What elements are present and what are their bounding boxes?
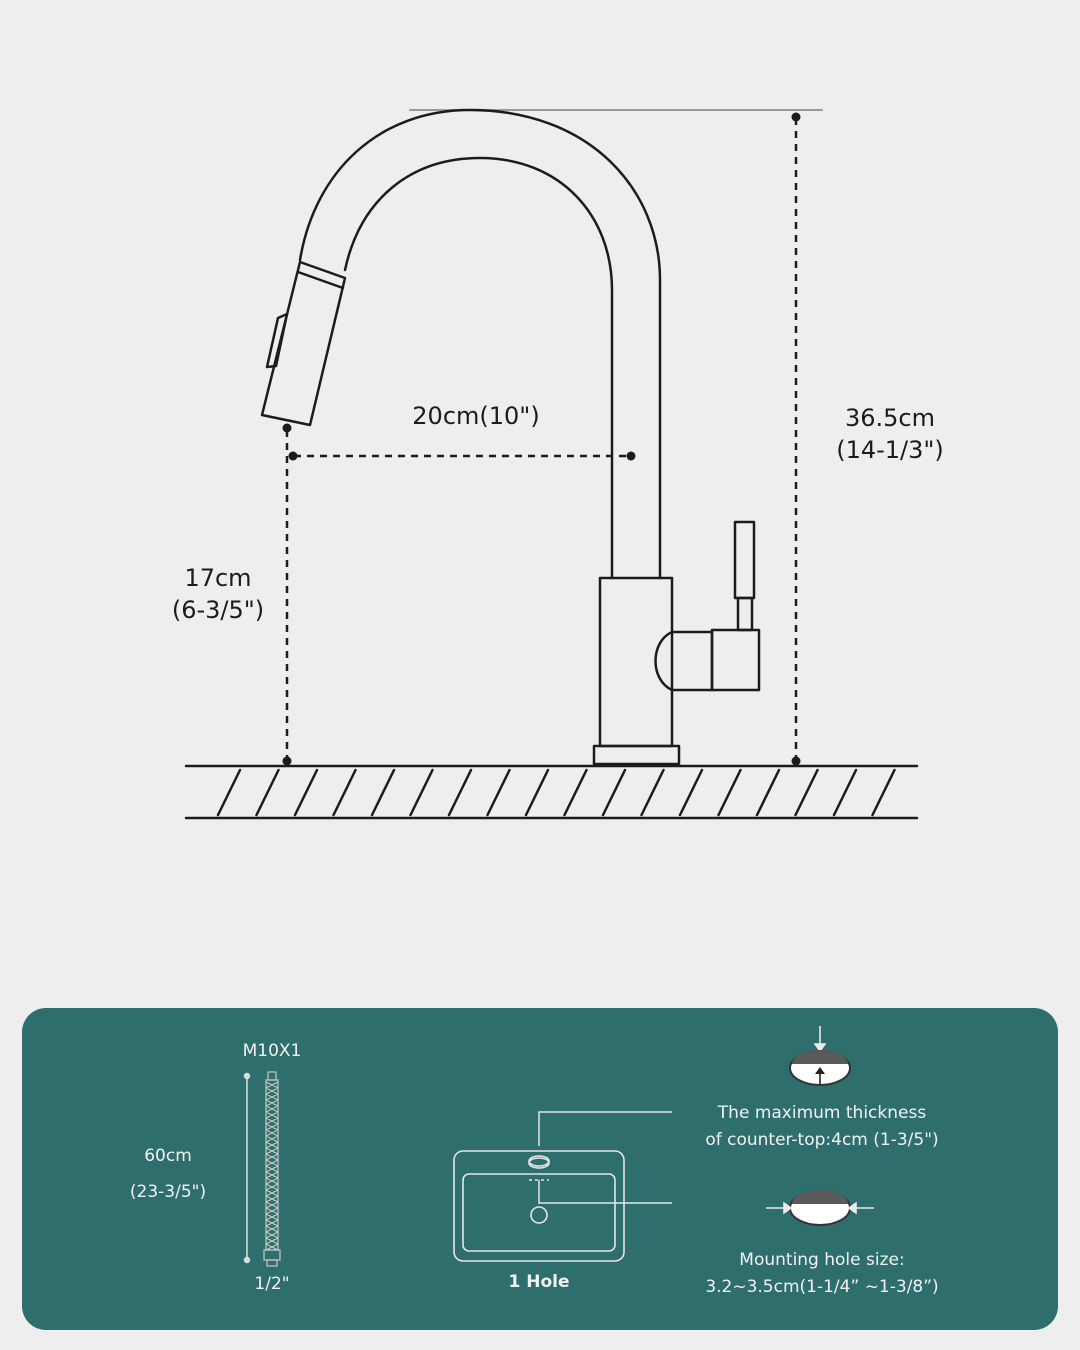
faucet-dimension-diagram [184, 108, 919, 820]
total-height-label: 36.5cm (14-1/3") [810, 402, 970, 466]
spray-head [260, 260, 347, 427]
handle-lever [733, 520, 756, 600]
handle-block [710, 628, 761, 692]
panel-graphics [243, 1026, 874, 1267]
sink-hole-count: 1 Hole [508, 1272, 570, 1292]
hatch-line [332, 768, 357, 817]
sink-icon [453, 1111, 672, 1262]
hatch-line [871, 768, 896, 817]
reach-label: 20cm(10") [412, 402, 540, 430]
dim-dot [288, 451, 298, 461]
dim-dot [282, 423, 292, 433]
spout-height-label: 17cm (6-3/5") [138, 562, 298, 626]
hatch-line [447, 768, 473, 817]
thickness-line2: of counter-top:4cm (1-3/5") [705, 1130, 939, 1150]
handle-stem [736, 596, 754, 632]
hose-length-cm: 60cm [144, 1146, 192, 1166]
hatch-line [524, 768, 550, 817]
hatch-line [486, 768, 511, 817]
spout-height-cm: 17cm [184, 564, 252, 592]
spout-outer [298, 108, 662, 580]
faucet-body [598, 576, 674, 748]
hatch-line [601, 768, 627, 817]
hole-size-line2: 3.2~3.5cm(1-1/4” ~1-3/8”) [705, 1277, 939, 1297]
hatch-line [640, 768, 665, 817]
hatch-line [563, 768, 588, 817]
spout-inner [343, 156, 614, 580]
hatch-line [255, 768, 280, 817]
hatch-line [370, 768, 396, 817]
hose-length-in: (23-3/5") [129, 1182, 207, 1202]
dim-dot [791, 112, 801, 122]
mounting-hole-icon [766, 1190, 874, 1226]
hose-thread-label: M10X1 [242, 1041, 302, 1061]
hatch-line [216, 768, 242, 817]
counter-thickness-icon [789, 1026, 851, 1086]
hatch-line [293, 768, 319, 817]
hatch-line [755, 768, 781, 817]
faucet-base [592, 744, 681, 766]
hatch-line [678, 768, 704, 817]
hole-size-text: Mounting hole size: 3.2~3.5cm(1-1/4” ~1-… [662, 1247, 982, 1301]
hatch-line [409, 768, 434, 817]
thickness-line1: The maximum thickness [717, 1103, 927, 1123]
total-height-cm: 36.5cm [844, 404, 935, 432]
dim-dot [626, 451, 636, 461]
hose-connector-label: 1/2" [254, 1274, 290, 1294]
hole-size-line1: Mounting hole size: [739, 1250, 905, 1270]
hatch-line [832, 768, 858, 817]
hatch-line [794, 768, 819, 817]
handle-connector [654, 630, 714, 692]
spray-button [265, 312, 289, 369]
dim-dot [282, 756, 292, 766]
total-height-in: (14-1/3") [836, 436, 944, 464]
thickness-text: The maximum thickness of counter-top:4cm… [672, 1100, 972, 1154]
dim-dot [791, 756, 801, 766]
hatch-line [717, 768, 742, 817]
spout-height-in: (6-3/5") [171, 596, 265, 624]
installation-info-panel: M10X1 60cm (23-3/5") 1/2" 1 Hole The max… [22, 1008, 1058, 1330]
counter-hatch [216, 768, 896, 817]
braided-hose-icon [263, 1071, 281, 1267]
